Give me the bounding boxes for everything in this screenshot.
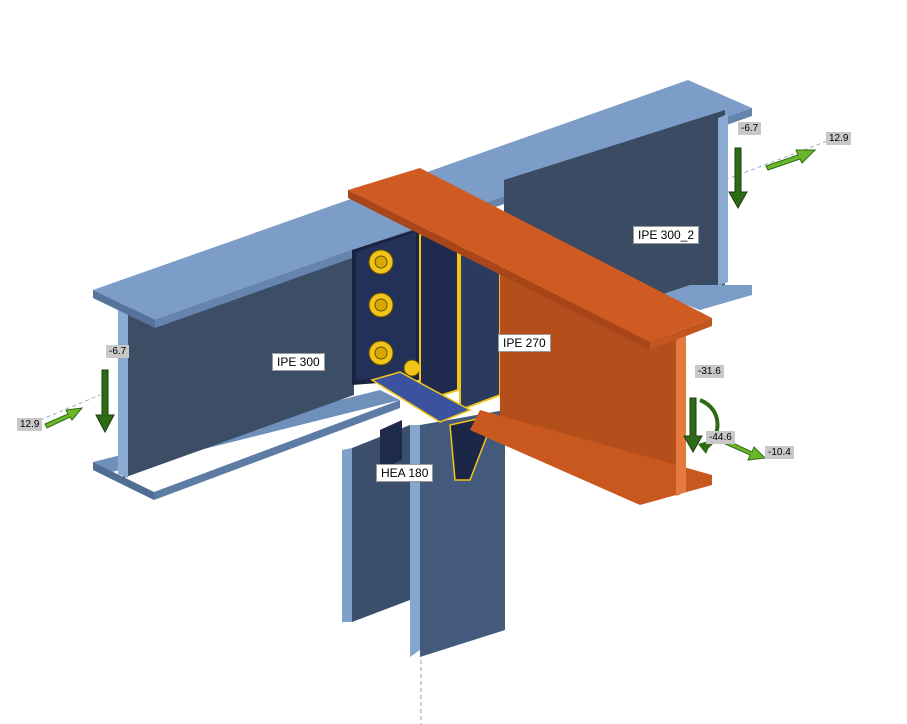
label-ipe270[interactable]: IPE 270	[498, 334, 551, 352]
arrow-down-icon	[95, 147, 748, 454]
crossbeam-ipe270[interactable]	[348, 168, 712, 505]
label-hea180[interactable]: HEA 180	[376, 464, 434, 482]
load-right-vertical: -6.7	[738, 122, 762, 135]
stiffeners[interactable]	[370, 220, 501, 481]
load-front-moment: -44.6	[706, 431, 735, 444]
load-front-vertical: -31.6	[695, 365, 724, 378]
load-left-axial: 12.9	[17, 418, 43, 431]
moment-arc-icon	[698, 398, 720, 454]
load-front-axial: -10.4	[765, 446, 794, 459]
left-beam-axis-line	[39, 394, 101, 421]
load-left-vertical: -6.7	[106, 345, 130, 358]
right-beam-axis-line	[724, 139, 831, 181]
label-ipe300[interactable]: IPE 300	[272, 353, 325, 371]
label-ipe300-2[interactable]: IPE 300_2	[633, 226, 700, 244]
load-right-axial: 12.9	[826, 132, 852, 145]
